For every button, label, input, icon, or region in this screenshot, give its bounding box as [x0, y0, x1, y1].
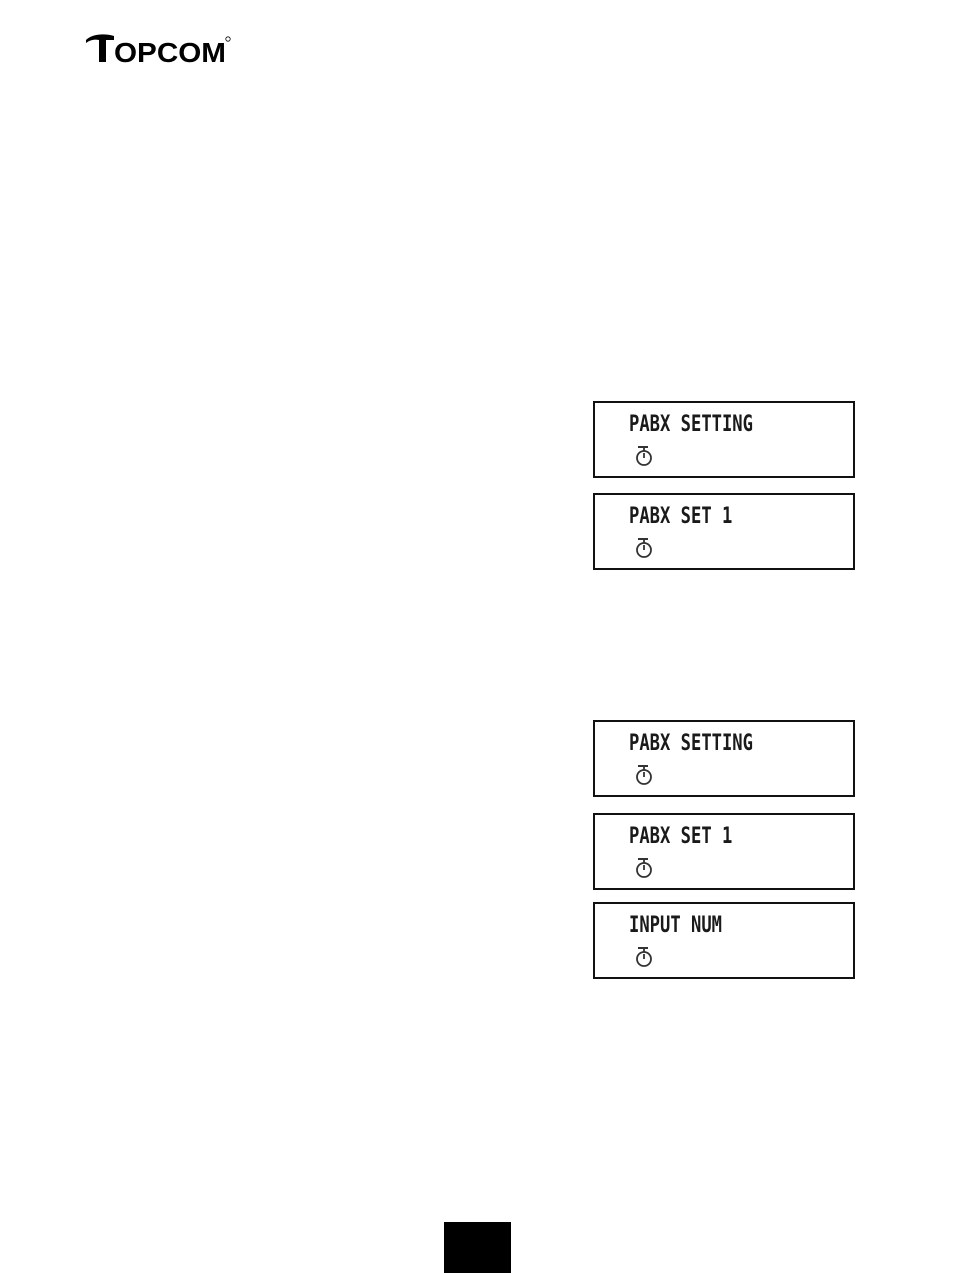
stopwatch-icon: [635, 764, 653, 786]
lcd-display-pabx-setting-2: PABX SETTING: [593, 720, 855, 797]
stopwatch-icon: [635, 445, 653, 467]
lcd-text: PABX SETTING: [629, 412, 753, 437]
svg-text:OPCOM: OPCOM: [114, 37, 226, 68]
stopwatch-icon: [635, 857, 653, 879]
lcd-display-input-num: INPUT NUM: [593, 902, 855, 979]
topcom-logo-graphic: OPCOM: [86, 34, 231, 68]
lcd-text: PABX SET 1: [629, 504, 733, 529]
page-number-tab: [444, 1222, 511, 1273]
lcd-display-pabx-set-1: PABX SET 1: [593, 493, 855, 570]
lcd-text: INPUT NUM: [629, 913, 722, 938]
lcd-display-pabx-setting: PABX SETTING: [593, 401, 855, 478]
stopwatch-icon: [635, 946, 653, 968]
topcom-logo: OPCOM: [84, 30, 234, 70]
lcd-display-pabx-set-1-2: PABX SET 1: [593, 813, 855, 890]
stopwatch-icon: [635, 537, 653, 559]
lcd-text: PABX SET 1: [629, 824, 733, 849]
lcd-text: PABX SETTING: [629, 731, 753, 756]
